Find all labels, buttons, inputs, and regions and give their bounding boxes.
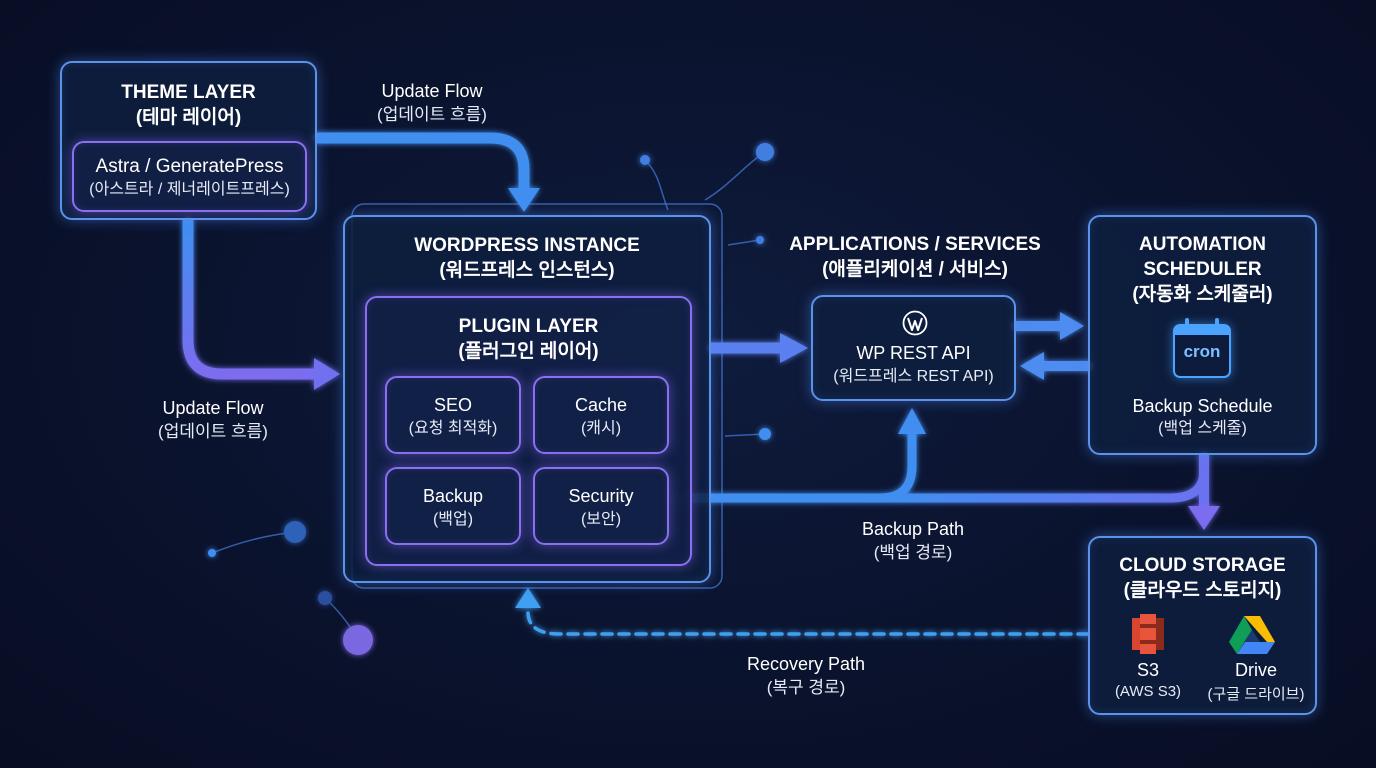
recovery-path-label: Recovery Path (복구 경로) — [746, 654, 866, 697]
plugin-security[interactable]: Security (보안) — [533, 467, 669, 545]
cloud-storage-box: CLOUD STORAGE (클라우드 스토리지) S3 (AWS S3) Dr… — [1088, 536, 1317, 715]
applications-title: APPLICATIONS / SERVICES — [789, 234, 1041, 255]
aws-s3-icon[interactable] — [1128, 614, 1168, 654]
update-flow-top-label: Update Flow (업데이트 흐름) — [377, 81, 487, 124]
wp-rest-api-label-ko: (워드프레스 REST API) — [833, 368, 994, 385]
automation-title-ko: (자동화 스케줄러) — [1132, 284, 1273, 305]
theme-item-box[interactable]: Astra / GeneratePress (아스트라 / 제너레이트프레스) — [72, 141, 307, 212]
automation-title-2: SCHEDULER — [1143, 259, 1262, 280]
theme-item-label: Astra / GeneratePress — [95, 156, 284, 177]
recovery-path-line — [526, 604, 1090, 636]
theme-layer-title-ko: (테마 레이어) — [135, 107, 242, 128]
google-drive-icon[interactable] — [1229, 614, 1275, 654]
cloud-storage-title: CLOUD STORAGE — [1119, 555, 1286, 576]
plugin-layer-title-ko: (플러그인 레이어) — [458, 341, 599, 362]
update-flow-left-arrow — [182, 216, 324, 380]
update-flow-left-label: Update Flow (업데이트 흐름) — [158, 398, 268, 441]
plugin-layer-title: PLUGIN LAYER — [458, 316, 599, 337]
cron-icon-text: cron — [1183, 342, 1221, 361]
wordpress-instance-title-ko: (워드프레스 인스턴스) — [439, 260, 615, 281]
s3-label-ko: (AWS S3) — [1114, 683, 1182, 700]
cron-calendar-icon[interactable]: cron — [1173, 318, 1231, 378]
drive-label-ko: (구글 드라이브) — [1207, 686, 1305, 703]
wp-rest-api-box[interactable]: WP REST API (워드프레스 REST API) — [811, 295, 1016, 401]
wordpress-instance-title: WORDPRESS INSTANCE — [414, 235, 640, 256]
applications-title-ko: (애플리케이션 / 서비스) — [822, 259, 1008, 280]
backup-path-to-cloud — [875, 451, 1209, 503]
theme-layer-box: THEME LAYER (테마 레이어) Astra / GeneratePre… — [60, 61, 317, 220]
update-flow-top-arrow — [312, 132, 530, 196]
drive-label: Drive — [1234, 660, 1277, 680]
plugin-cache[interactable]: Cache (캐시) — [533, 376, 669, 454]
plugin-seo[interactable]: SEO (요청 최적화) — [385, 376, 521, 454]
backup-schedule-label: Backup Schedule — [1132, 396, 1273, 416]
wordpress-instance-box: WORDPRESS INSTANCE (워드프레스 인스턴스) PLUGIN L… — [343, 215, 711, 583]
plugin-backup[interactable]: Backup (백업) — [385, 467, 521, 545]
automation-title-1: AUTOMATION — [1138, 234, 1266, 255]
automation-scheduler-box: AUTOMATION SCHEDULER (자동화 스케줄러) cron Bac… — [1088, 215, 1317, 455]
theme-layer-title: THEME LAYER — [121, 82, 256, 103]
s3-label: S3 — [1136, 660, 1160, 680]
backup-path-label: Backup Path (백업 경로) — [861, 519, 965, 562]
decorative-dots — [208, 143, 774, 655]
cloud-storage-title-ko: (클라우드 스토리지) — [1123, 580, 1282, 601]
backup-schedule-label-ko: (백업 스케줄) — [1158, 420, 1247, 437]
wp-rest-api-label: WP REST API — [856, 343, 971, 363]
wordpress-icon — [902, 310, 928, 336]
theme-item-label-ko: (아스트라 / 제너레이트프레스) — [89, 181, 290, 198]
plugin-layer-box: PLUGIN LAYER (플러그인 레이어) SEO (요청 최적화) Cac… — [365, 296, 692, 566]
